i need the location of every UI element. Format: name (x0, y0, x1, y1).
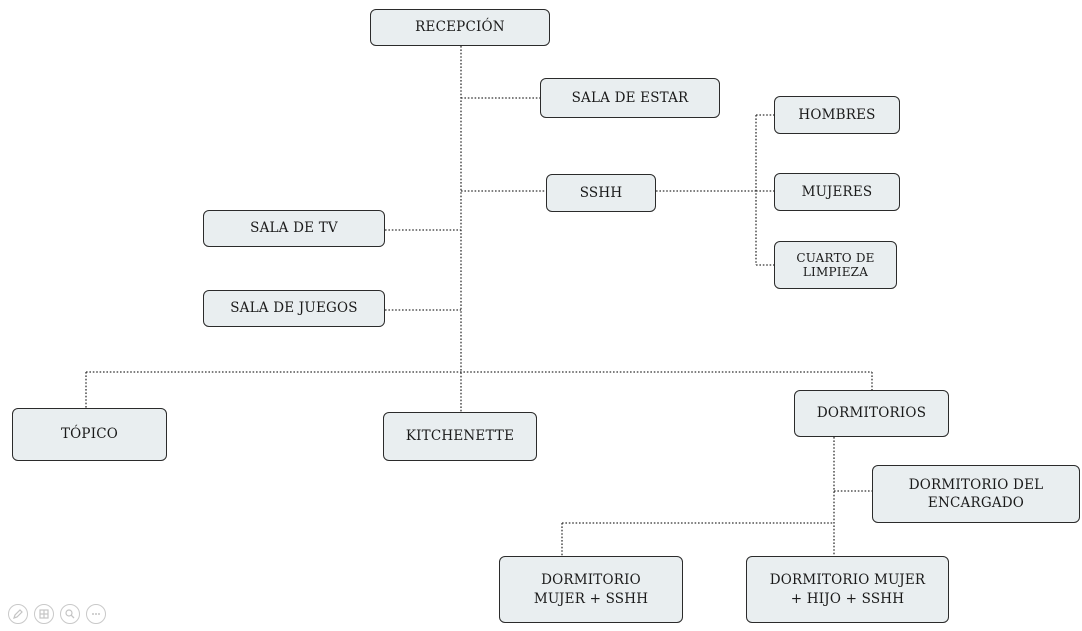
pen-icon[interactable] (8, 604, 28, 624)
node-sala-de-tv: SALA DE TV (203, 210, 385, 247)
node-recepcion: RECEPCIÓN (370, 9, 550, 46)
node-topico: TÓPICO (12, 408, 167, 461)
zoom-icon[interactable] (60, 604, 80, 624)
node-sshh: SSHH (546, 174, 656, 212)
node-kitchenette: KITCHENETTE (383, 412, 537, 461)
node-mujeres: MUJERES (774, 173, 900, 211)
node-dormitorio-del-encargado: DORMITORIO DEL ENCARGADO (872, 465, 1080, 523)
node-dormitorio-mujer-hijo-sshh: DORMITORIO MUJER + HIJO + SSHH (746, 556, 949, 623)
slides-icon[interactable] (34, 604, 54, 624)
node-hombres: HOMBRES (774, 96, 900, 134)
node-sala-de-juegos: SALA DE JUEGOS (203, 290, 385, 327)
node-dormitorios: DORMITORIOS (794, 390, 949, 437)
node-cuarto-de-limpieza: CUARTO DE LIMPIEZA (774, 241, 897, 289)
presentation-toolbar (8, 604, 106, 624)
node-dormitorio-mujer-sshh: DORMITORIO MUJER + SSHH (499, 556, 683, 623)
node-sala-de-estar: SALA DE ESTAR (540, 78, 720, 118)
more-icon[interactable] (86, 604, 106, 624)
